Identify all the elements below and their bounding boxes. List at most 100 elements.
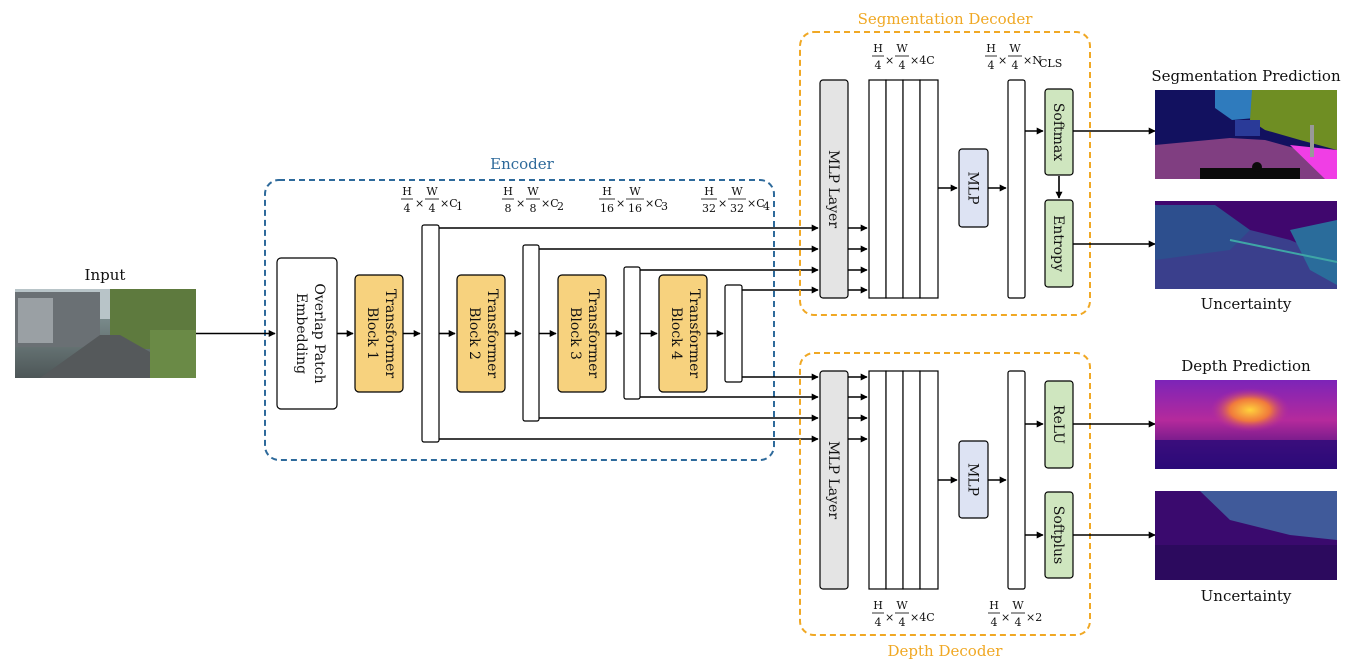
feature-map-1 — [421, 224, 440, 443]
svg-text:8: 8 — [505, 202, 512, 215]
feature-map-3 — [623, 266, 641, 400]
svg-text:1: 1 — [456, 200, 463, 213]
transformer-block-1-line2: Block 1 — [364, 307, 380, 360]
dim-encoder-4: H 32 × W 32 ×C 4 — [701, 185, 770, 215]
svg-text:H: H — [873, 599, 883, 612]
softmax-label: Softmax — [1050, 103, 1066, 161]
dim-depth-out: H 4 × W 4 ×2 — [988, 599, 1042, 629]
depth-mlp-layer-label: MLP Layer — [825, 441, 841, 519]
softmax-box — [1044, 88, 1074, 176]
input-label: Input — [85, 266, 126, 284]
svg-text:4: 4 — [763, 200, 770, 213]
svg-text:4: 4 — [429, 202, 436, 215]
entropy-label: Entropy — [1050, 215, 1066, 272]
svg-text:H: H — [602, 185, 612, 198]
skip-connections — [439, 224, 819, 443]
svg-text:32: 32 — [702, 202, 716, 215]
transformer-block-4-line1: Transformer — [686, 289, 702, 378]
transformer-block-3-line2: Block 3 — [567, 307, 583, 360]
encoder-title: Encoder — [490, 155, 555, 173]
transformer-block-2-line2: Block 2 — [466, 307, 482, 360]
svg-text:×C: ×C — [541, 197, 559, 210]
dim-seg-concat: H 4 × W 4 ×4C — [872, 42, 935, 72]
transformer-block-1: Transformer Block 1 — [354, 274, 404, 393]
depth-layer-arrows — [848, 373, 1156, 539]
seg-uncertainty-label: Uncertainty — [1201, 295, 1292, 313]
seg-layer-arrows — [848, 127, 1156, 294]
svg-text:16: 16 — [628, 202, 642, 215]
transformer-block-3: Transformer Block 3 — [557, 274, 607, 393]
svg-text:×: × — [885, 611, 894, 624]
depth-uncertainty-label: Uncertainty — [1201, 587, 1292, 605]
svg-text:4: 4 — [1012, 59, 1019, 72]
dim-depth-concat: H 4 × W 4 ×4C — [872, 599, 935, 629]
depth-output-features — [1007, 370, 1026, 590]
svg-text:8: 8 — [530, 202, 537, 215]
dim-seg-out: H 4 × W 4 ×N CLS — [985, 42, 1062, 72]
depth-concat-features — [868, 370, 939, 590]
svg-text:W: W — [1012, 599, 1024, 612]
svg-text:×N: ×N — [1023, 54, 1042, 67]
depth-prediction-label: Depth Prediction — [1181, 357, 1311, 375]
patch-embedding-line2: Embedding — [293, 293, 309, 374]
seg-mlp-layer — [819, 79, 849, 299]
svg-text:W: W — [629, 185, 641, 198]
svg-text:4: 4 — [1015, 616, 1022, 629]
svg-text:×: × — [1001, 611, 1010, 624]
svg-text:W: W — [426, 185, 438, 198]
depth-uncertainty-image — [1155, 491, 1337, 580]
svg-text:3: 3 — [661, 200, 668, 213]
depth-mlp — [958, 440, 989, 519]
seg-mlp-layer-label: MLP Layer — [825, 150, 841, 228]
svg-text:×C: ×C — [747, 197, 765, 210]
svg-text:×: × — [885, 54, 894, 67]
svg-text:2: 2 — [557, 200, 564, 213]
depth-mlp-layer — [819, 370, 849, 590]
depth-decoder-title: Depth Decoder — [888, 642, 1004, 660]
seg-mlp-label: MLP — [965, 171, 981, 204]
dim-encoder-1: H 4 × W 4 ×C 1 — [401, 185, 463, 215]
svg-text:4: 4 — [991, 616, 998, 629]
seg-prediction-label: Segmentation Prediction — [1151, 67, 1341, 85]
transformer-block-2-line1: Transformer — [484, 289, 500, 378]
transformer-block-3-line1: Transformer — [585, 289, 601, 378]
svg-text:×C: ×C — [440, 197, 458, 210]
svg-text:4: 4 — [899, 616, 906, 629]
svg-text:16: 16 — [600, 202, 614, 215]
svg-text:H: H — [402, 185, 412, 198]
softplus-box — [1044, 491, 1074, 579]
dim-encoder-2: H 8 × W 8 ×C 2 — [502, 185, 564, 215]
input-image — [15, 289, 196, 378]
depth-decoder-frame — [799, 352, 1091, 636]
entropy-box — [1044, 199, 1074, 288]
svg-text:H: H — [704, 185, 714, 198]
feature-map-2 — [522, 244, 540, 422]
svg-text:×: × — [516, 197, 525, 210]
seg-concat-features — [868, 79, 939, 299]
svg-text:W: W — [896, 599, 908, 612]
relu-box — [1044, 380, 1074, 469]
svg-text:×2: ×2 — [1026, 611, 1042, 624]
svg-text:32: 32 — [730, 202, 744, 215]
seg-mlp — [958, 148, 989, 228]
svg-text:×C: ×C — [645, 197, 663, 210]
svg-text:4: 4 — [404, 202, 411, 215]
depth-mlp-label: MLP — [965, 463, 981, 496]
svg-text:H: H — [503, 185, 513, 198]
svg-text:×: × — [718, 197, 727, 210]
svg-text:W: W — [527, 185, 539, 198]
transformer-block-2: Transformer Block 2 — [456, 274, 506, 393]
svg-text:W: W — [1009, 42, 1021, 55]
seg-prediction-image — [1155, 90, 1337, 179]
softplus-label: Softplus — [1050, 506, 1066, 564]
svg-text:W: W — [731, 185, 743, 198]
svg-text:×4C: ×4C — [910, 611, 935, 624]
svg-text:4: 4 — [899, 59, 906, 72]
seg-decoder-frame — [799, 31, 1091, 316]
depth-prediction-image — [1155, 380, 1337, 469]
svg-text:H: H — [986, 42, 996, 55]
svg-text:×: × — [616, 197, 625, 210]
seg-output-features — [1007, 79, 1026, 299]
transformer-block-4-line2: Block 4 — [668, 307, 684, 360]
